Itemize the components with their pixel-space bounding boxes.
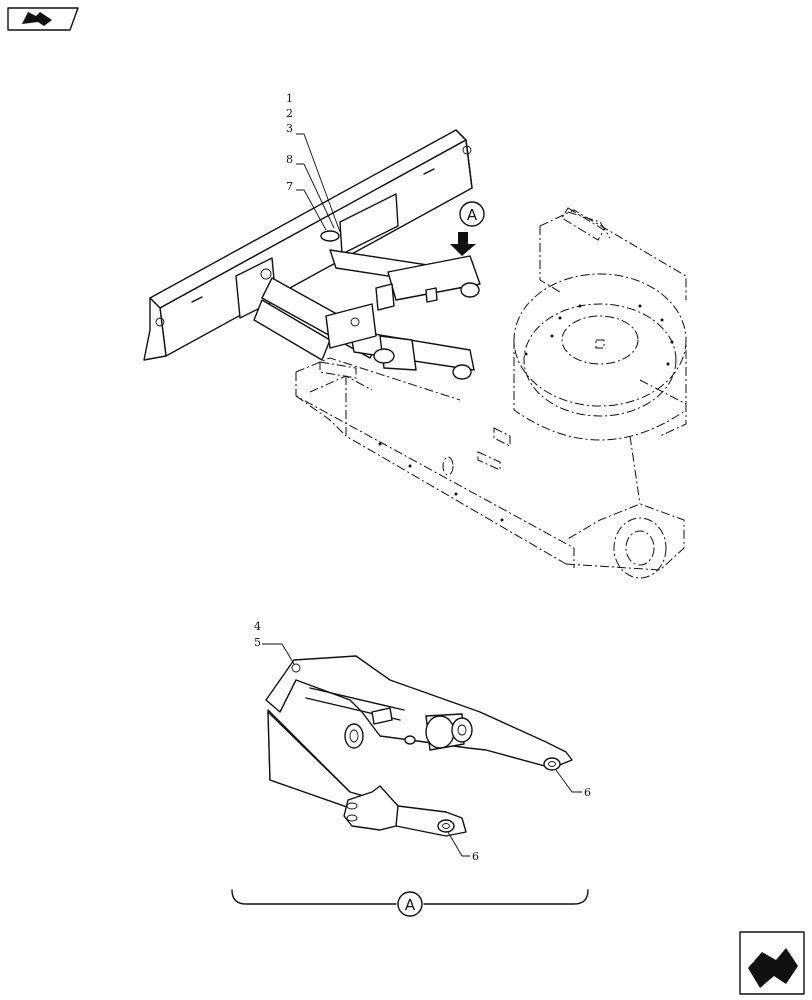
callout-3: 3	[286, 122, 293, 135]
callout-5: 5	[254, 636, 261, 649]
callout-2: 2	[286, 107, 293, 120]
callout-leaders-detail	[262, 643, 582, 857]
view-label-a-top: A	[467, 206, 478, 224]
callout-1: 1	[286, 92, 293, 105]
dozer-blade	[143, 129, 473, 361]
page-nav-arrow-icon[interactable]	[7, 7, 79, 31]
callout-7: 7	[286, 180, 293, 193]
callout-leaders-top	[296, 133, 341, 233]
callout-6-right: 6	[584, 786, 591, 799]
view-a-marker-top: A	[450, 201, 485, 256]
push-frame-detail	[265, 655, 573, 837]
callout-4: 4	[254, 620, 261, 633]
callout-8: 8	[286, 153, 293, 166]
undercarriage-frame	[295, 207, 687, 579]
push-arm-assembly	[253, 249, 481, 380]
callout-labels: 1 2 3 8 7 4 5 6 6	[254, 92, 591, 863]
view-label-a-bottom: A	[405, 896, 416, 914]
view-a-bracket: A	[231, 889, 589, 917]
next-page-arrow-icon[interactable]	[739, 931, 805, 995]
callout-6-lower: 6	[472, 850, 479, 863]
view-direction-arrow-icon	[450, 232, 476, 256]
